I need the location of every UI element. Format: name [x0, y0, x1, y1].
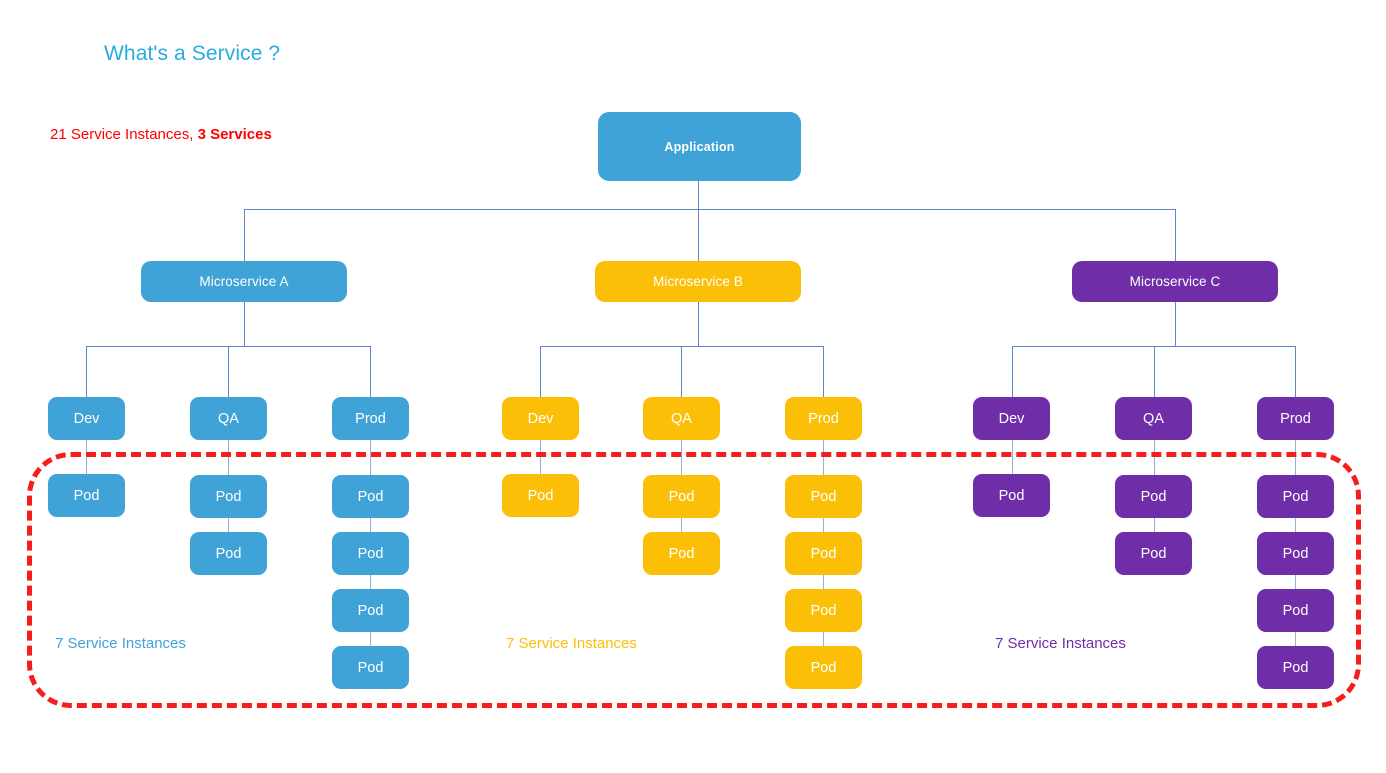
- node-env-c-qa[interactable]: QA: [1115, 397, 1192, 440]
- node-pod-b-prod-1[interactable]: Pod: [785, 475, 862, 518]
- node-pod-c-qa-2[interactable]: Pod: [1115, 532, 1192, 575]
- node-microservice-c[interactable]: Microservice C: [1072, 261, 1278, 302]
- connector-b-prod-pod-4: [823, 632, 825, 646]
- connector-c-qa-pod-1: [1154, 440, 1156, 475]
- instances-label-microservice-a: 7 Service Instances: [55, 635, 186, 652]
- node-pod-a-prod-2[interactable]: Pod: [332, 532, 409, 575]
- page-title: What's a Service ?: [104, 42, 281, 65]
- node-pod-c-dev-1[interactable]: Pod: [973, 474, 1050, 517]
- total-services-count: 3 Services: [197, 126, 272, 143]
- connector-top-bus: [244, 209, 1175, 211]
- connector-b-prod-pod-2: [823, 518, 825, 532]
- node-env-c-prod[interactable]: Prod: [1257, 397, 1334, 440]
- node-pod-a-qa-2[interactable]: Pod: [190, 532, 267, 575]
- connector-microservice-a-down: [244, 302, 246, 347]
- connector-a-bus-to-qa: [228, 346, 230, 397]
- instances-label-microservice-c: 7 Service Instances: [995, 635, 1126, 652]
- node-pod-a-prod-4[interactable]: Pod: [332, 646, 409, 689]
- connector-c-dev-pod-1: [1012, 440, 1014, 474]
- connector-b-dev-pod-1: [540, 440, 542, 474]
- node-pod-c-prod-4[interactable]: Pod: [1257, 646, 1334, 689]
- node-pod-b-prod-3[interactable]: Pod: [785, 589, 862, 632]
- node-env-c-dev[interactable]: Dev: [973, 397, 1050, 440]
- node-env-b-qa[interactable]: QA: [643, 397, 720, 440]
- connector-c-prod-pod-3: [1295, 575, 1297, 589]
- node-pod-b-prod-4[interactable]: Pod: [785, 646, 862, 689]
- connector-a-prod-pod-2: [370, 518, 372, 532]
- connector-a-bus-to-prod: [370, 346, 372, 397]
- connector-bus-to-microservice-c: [1175, 209, 1177, 261]
- node-env-b-prod[interactable]: Prod: [785, 397, 862, 440]
- node-pod-b-qa-2[interactable]: Pod: [643, 532, 720, 575]
- connector-b-prod-pod-1: [823, 440, 825, 475]
- connector-c-prod-pod-2: [1295, 518, 1297, 532]
- node-pod-a-qa-1[interactable]: Pod: [190, 475, 267, 518]
- connector-c-bus-to-prod: [1295, 346, 1297, 397]
- total-instances-count: 21 Service Instances,: [50, 126, 198, 143]
- connector-bus-to-microservice-a: [244, 209, 246, 261]
- connector-microservice-b-down: [698, 302, 700, 347]
- connector-a-bus-to-dev: [86, 346, 88, 397]
- node-microservice-a[interactable]: Microservice A: [141, 261, 347, 302]
- node-pod-c-prod-1[interactable]: Pod: [1257, 475, 1334, 518]
- node-pod-b-dev-1[interactable]: Pod: [502, 474, 579, 517]
- instances-label-microservice-b: 7 Service Instances: [506, 635, 637, 652]
- node-pod-c-prod-2[interactable]: Pod: [1257, 532, 1334, 575]
- node-pod-a-prod-1[interactable]: Pod: [332, 475, 409, 518]
- node-env-a-prod[interactable]: Prod: [332, 397, 409, 440]
- connector-a-qa-pod-1: [228, 440, 230, 475]
- connector-b-prod-pod-3: [823, 575, 825, 589]
- connector-bus-to-microservice-b: [698, 209, 700, 261]
- connector-b-qa-pod-2: [681, 518, 683, 532]
- connector-microservice-c-down: [1175, 302, 1177, 347]
- connector-a-prod-pod-4: [370, 632, 372, 646]
- node-pod-c-qa-1[interactable]: Pod: [1115, 475, 1192, 518]
- node-env-a-qa[interactable]: QA: [190, 397, 267, 440]
- connector-b-bus-to-qa: [681, 346, 683, 397]
- connector-c-qa-pod-2: [1154, 518, 1156, 532]
- connector-app-down: [698, 181, 700, 210]
- connector-a-prod-pod-3: [370, 575, 372, 589]
- connector-b-bus-to-dev: [540, 346, 542, 397]
- connector-b-qa-pod-1: [681, 440, 683, 475]
- node-pod-b-qa-1[interactable]: Pod: [643, 475, 720, 518]
- node-env-a-dev[interactable]: Dev: [48, 397, 125, 440]
- node-application[interactable]: Application: [598, 112, 801, 181]
- node-pod-a-prod-3[interactable]: Pod: [332, 589, 409, 632]
- node-microservice-b[interactable]: Microservice B: [595, 261, 801, 302]
- connector-a-prod-pod-1: [370, 440, 372, 475]
- connector-b-bus-to-prod: [823, 346, 825, 397]
- connector-c-bus-to-qa: [1154, 346, 1156, 397]
- connector-c-prod-pod-1: [1295, 440, 1297, 475]
- node-pod-a-dev-1[interactable]: Pod: [48, 474, 125, 517]
- node-pod-b-prod-2[interactable]: Pod: [785, 532, 862, 575]
- connector-a-dev-pod-1: [86, 440, 88, 474]
- node-pod-c-prod-3[interactable]: Pod: [1257, 589, 1334, 632]
- connector-c-prod-pod-4: [1295, 632, 1297, 646]
- total-instances-note: 21 Service Instances, 3 Services: [50, 126, 272, 143]
- node-env-b-dev[interactable]: Dev: [502, 397, 579, 440]
- connector-a-qa-pod-2: [228, 518, 230, 532]
- connector-c-bus-to-dev: [1012, 346, 1014, 397]
